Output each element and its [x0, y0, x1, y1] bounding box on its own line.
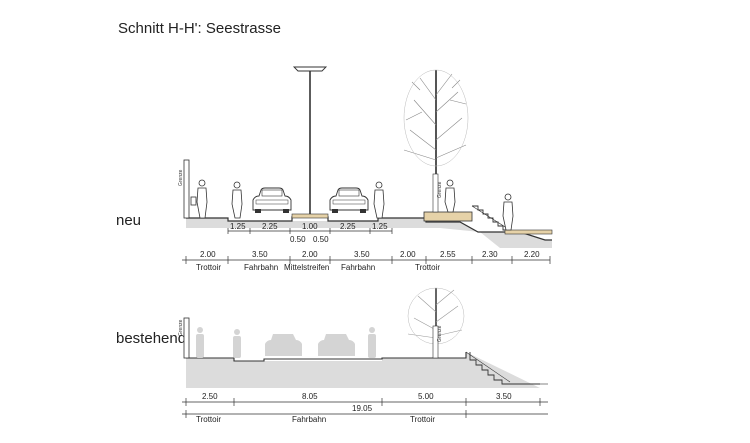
zone-label-fahrbahn-right: Fahrbahn [341, 263, 375, 272]
dim-bestehend-2: 8.05 [302, 392, 318, 401]
zone-label-trottoir-right: Trottoir [415, 263, 440, 272]
small-dim-2: 0.50 [313, 235, 329, 244]
lower-deck [504, 229, 553, 235]
dim-bestehend-total: 19.05 [352, 404, 373, 413]
row-label-bestehend: bestehend [116, 330, 187, 347]
grenze-label-neu-2: Grenze [437, 181, 443, 198]
dim-bestehend-1: 2.50 [202, 392, 218, 401]
section-neu: Grenze [178, 66, 553, 272]
lower-dim-1: 2.00 [200, 250, 216, 259]
street-lamp [292, 66, 328, 214]
zone-label-trottoir-left: Trottoir [196, 263, 221, 272]
boundary-post-bestehend [183, 317, 190, 359]
upper-dim-2: 2.25 [262, 222, 278, 231]
boundary-post-neu [183, 159, 190, 219]
dim-bestehend-4: 3.50 [496, 392, 512, 401]
ground-bestehend [186, 352, 540, 388]
grenze-label-neu: Grenze [178, 169, 184, 186]
pedestrian-1 [190, 179, 208, 219]
grenze-label-bestehend: Grenze [178, 319, 184, 336]
upper-dim-1: 1.25 [230, 222, 246, 231]
stairs-bestehend [469, 352, 540, 385]
surface-line-neu [186, 216, 552, 241]
zone-bestehend-trottoir-right: Trottoir [410, 415, 435, 424]
zone-label-mittelstreifen: Mittelstreifen [284, 263, 329, 272]
lower-dim-6: 2.55 [440, 250, 456, 259]
deck-platform [423, 211, 473, 222]
zone-bestehend-fahrbahn: Fahrbahn [292, 415, 326, 424]
median-strip [291, 213, 329, 219]
section-bestehend: Grenze Grenze [178, 287, 548, 424]
car-left-neu [252, 187, 292, 213]
lower-dim-3: 2.00 [302, 250, 318, 259]
small-dim-1: 0.50 [290, 235, 306, 244]
pedestrian-4 [444, 179, 456, 213]
boundary-post-2-neu [432, 173, 439, 213]
upper-dim-4: 2.25 [340, 222, 356, 231]
pedestrian-2 [231, 181, 243, 219]
pedestrian-5 [502, 193, 514, 231]
pedestrian-3 [373, 181, 385, 219]
boundary-post-2-bestehend [432, 325, 439, 359]
zone-bestehend-trottoir-left: Trottoir [196, 415, 221, 424]
stair-rail [471, 205, 511, 231]
lower-dimension-line-neu [182, 256, 551, 264]
dim-bestehend-3: 5.00 [418, 392, 434, 401]
lower-dim-4: 3.50 [354, 250, 370, 259]
lower-dim-8: 2.20 [524, 250, 540, 259]
lower-dim-5: 2.00 [400, 250, 416, 259]
upper-dimension-line-neu [227, 228, 393, 234]
stair-rail-bestehend [465, 351, 511, 383]
row-label-neu: neu [116, 212, 142, 229]
ghost-figures [196, 327, 376, 358]
dimension-line-bestehend [182, 398, 548, 418]
lower-dim-2: 3.50 [252, 250, 268, 259]
car-right-neu [329, 187, 369, 213]
upper-dim-3: 1.00 [302, 222, 318, 231]
grenze-label-bestehend-2: Grenze [437, 325, 443, 342]
lower-dim-7: 2.30 [482, 250, 498, 259]
diagram-title: Schnitt H-H': Seestrasse [118, 20, 281, 37]
ground-neu [186, 218, 552, 248]
upper-dim-5: 1.25 [372, 222, 388, 231]
zone-label-fahrbahn-left: Fahrbahn [244, 263, 278, 272]
